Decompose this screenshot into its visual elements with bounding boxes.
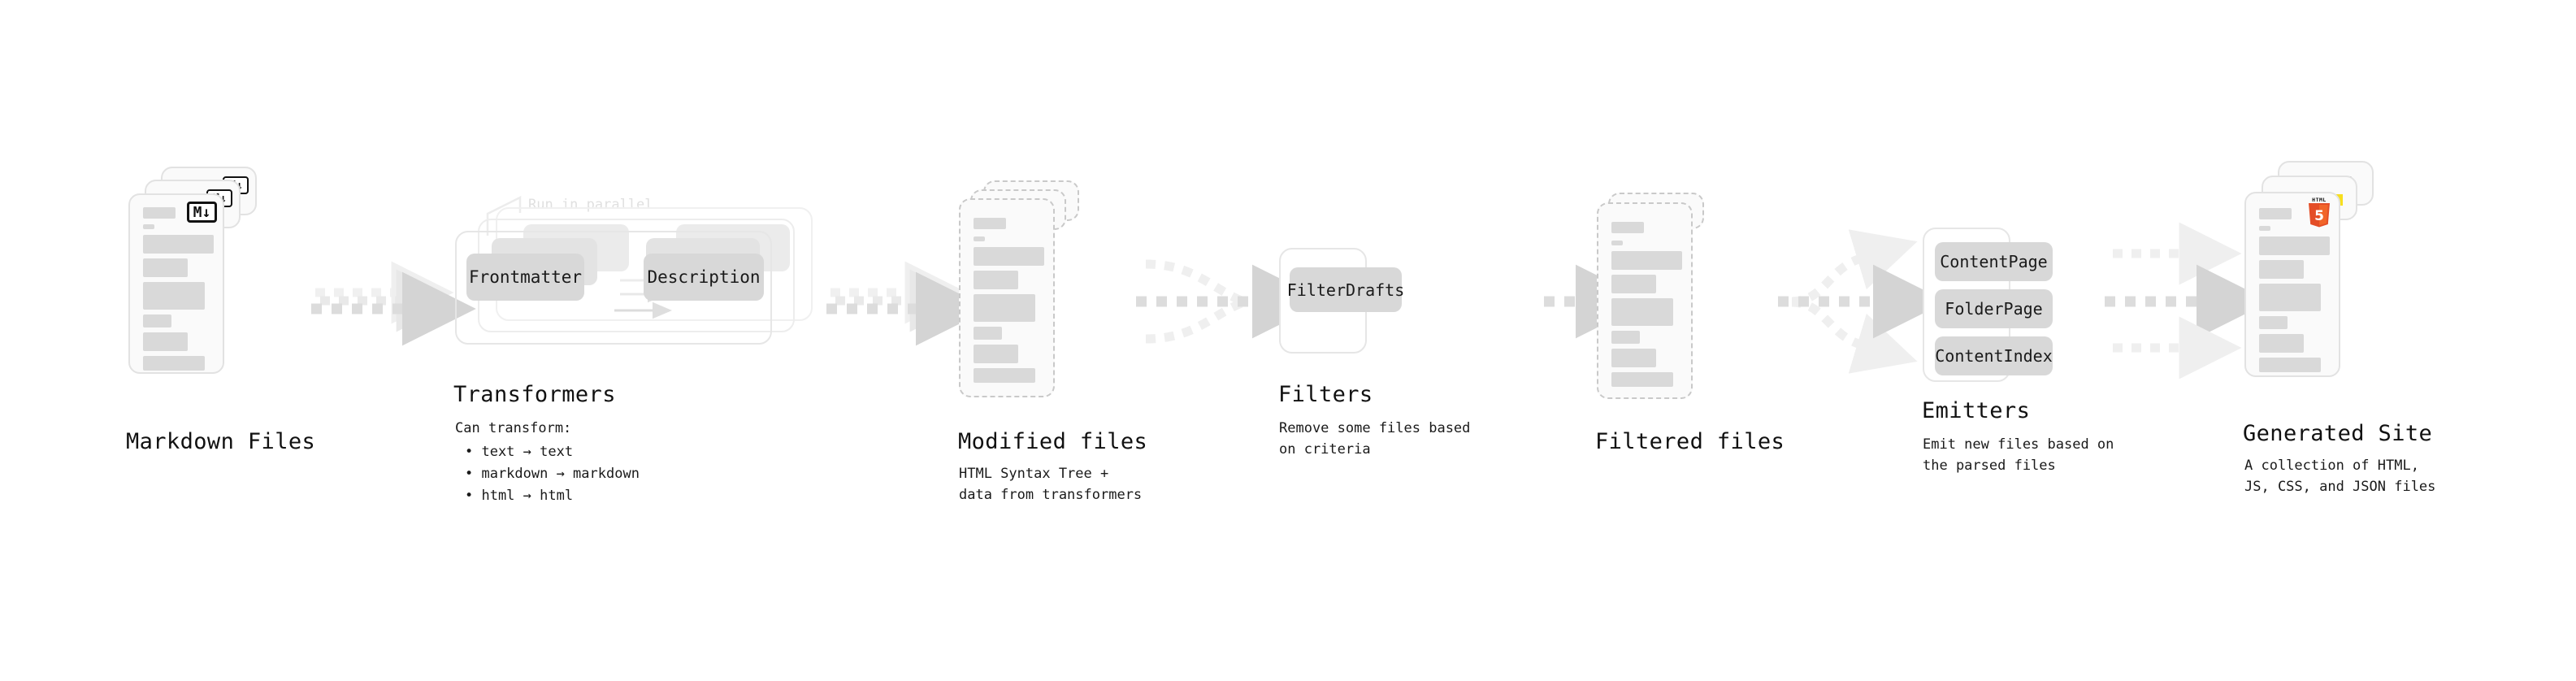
filters-group: FilterDrafts xyxy=(1279,248,1404,354)
card-bar xyxy=(1611,222,1644,233)
card-bar xyxy=(974,327,1002,340)
card-bar xyxy=(974,236,985,241)
filters-caption: Remove some files based on criteria xyxy=(1279,420,1471,458)
modified-files-title: Modified files xyxy=(958,429,1148,454)
card-bar xyxy=(1611,331,1640,344)
card-bar xyxy=(1611,275,1656,293)
arrow-modified-to-filters xyxy=(1136,259,1326,344)
card-bar xyxy=(974,294,1035,322)
filter-chip-filterdrafts[interactable]: FilterDrafts xyxy=(1287,267,1404,312)
filtered-files-title: Filtered files xyxy=(1595,429,1785,454)
transformers-caption: Can transform: xyxy=(455,420,572,436)
html5-icon: HTML 5 xyxy=(2306,197,2332,228)
card-bar xyxy=(143,224,154,229)
emitters-caption: Emit new files based on the parsed files xyxy=(1923,436,2114,475)
card-bar xyxy=(1611,241,1623,245)
arrow-filtered-to-emitters xyxy=(1778,229,1947,374)
card-bar xyxy=(2259,226,2270,231)
transformers-bullet-0: • text → text xyxy=(465,444,574,460)
transformer-group-front: Frontmatter Description xyxy=(455,231,772,345)
site-card-front: HTML 5 xyxy=(2244,192,2340,377)
arrow-transformers-to-modified xyxy=(826,261,990,346)
generated-site-caption: A collection of HTML, JS, CSS, and JSON … xyxy=(2244,458,2436,496)
html5-icon-label: HTML xyxy=(2312,197,2327,203)
card-bar xyxy=(143,356,205,371)
emitter-chip-contentindex[interactable]: ContentIndex xyxy=(1935,336,2053,375)
emitter-chip-folderpage[interactable]: FolderPage xyxy=(1935,289,2053,328)
emitter-chip-contentpage[interactable]: ContentPage xyxy=(1935,242,2053,281)
card-bar xyxy=(1611,349,1656,367)
card-bar xyxy=(2259,316,2288,329)
card-bar xyxy=(143,282,205,310)
emitters-title: Emitters xyxy=(1922,398,2031,423)
card-bar xyxy=(1611,251,1682,270)
card-bar xyxy=(974,345,1018,363)
card-bar xyxy=(974,271,1018,289)
html5-icon-number: 5 xyxy=(2314,208,2324,224)
card-bar xyxy=(1611,298,1673,326)
transformers-title: Transformers xyxy=(453,382,616,407)
card-bar xyxy=(2259,358,2321,372)
arrow-emitters-to-site xyxy=(2105,222,2270,380)
transformer-chip-description[interactable]: Description xyxy=(644,254,764,301)
card-bar xyxy=(2259,284,2321,311)
transformers-bullet-1: • markdown → markdown xyxy=(465,466,640,482)
markdown-card-front: M↓ xyxy=(128,193,224,374)
markdown-badge-front: M↓ xyxy=(187,202,217,223)
modified-card-front xyxy=(959,198,1055,397)
card-bar xyxy=(1611,372,1673,387)
generated-site-title: Generated Site xyxy=(2243,421,2433,446)
card-bar xyxy=(2259,260,2304,279)
card-bar xyxy=(974,218,1006,229)
card-bar xyxy=(143,207,176,219)
card-bar xyxy=(974,247,1044,266)
card-bar xyxy=(2259,236,2330,255)
modified-files-caption: HTML Syntax Tree + data from transformer… xyxy=(959,466,1143,504)
arrow-markdown-to-transformers xyxy=(311,261,476,346)
emitters-group: ContentPage FolderPage ContentIndex xyxy=(1923,228,2053,382)
card-bar xyxy=(2259,334,2304,353)
filtered-card-front xyxy=(1597,202,1693,399)
transformers-bullet-2: • html → html xyxy=(465,488,574,504)
run-in-parallel-label: Run in parallel xyxy=(528,197,653,213)
card-bar xyxy=(143,235,214,254)
markdown-files-title: Markdown Files xyxy=(126,429,316,454)
card-bar xyxy=(143,314,171,327)
card-bar xyxy=(2259,208,2292,219)
transformer-chip-frontmatter[interactable]: Frontmatter xyxy=(466,254,584,301)
card-bar xyxy=(974,368,1035,383)
card-bar xyxy=(143,332,188,351)
card-bar xyxy=(143,258,188,277)
filters-title: Filters xyxy=(1278,382,1373,407)
